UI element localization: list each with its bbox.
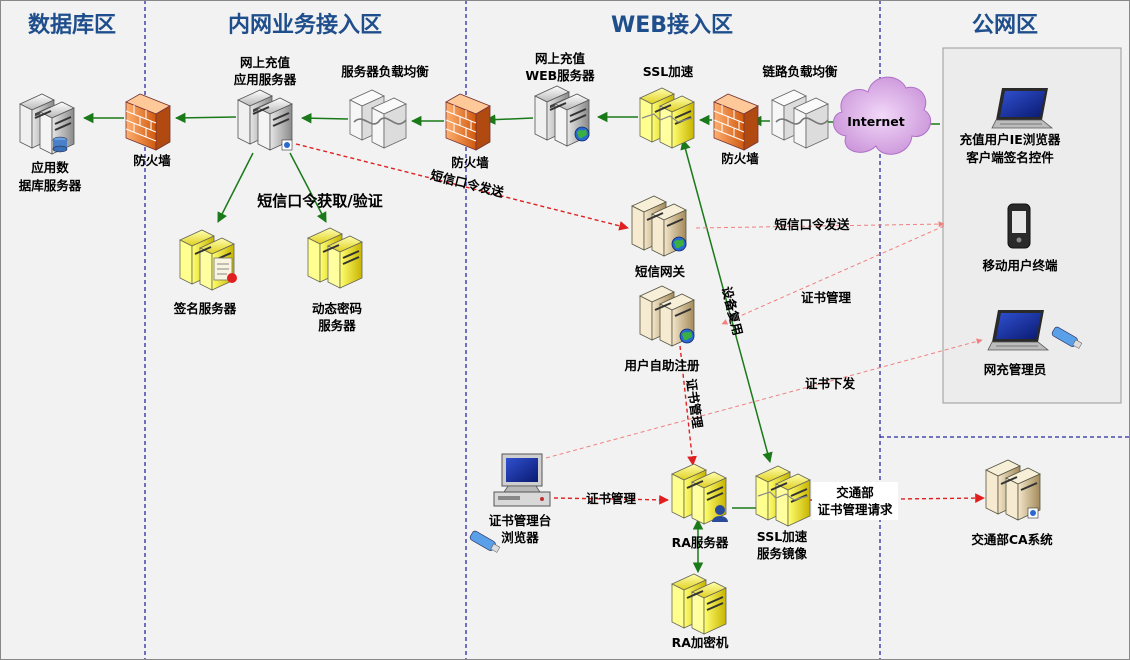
firewall-3-icon [713,93,759,151]
light-edges [545,221,983,459]
edge-sms-to-mobile [695,221,945,229]
mobile-label: 移动用户终端 [982,258,1058,273]
internet-label: Internet [847,114,905,129]
firewall-2-icon [445,93,491,151]
edge-app-to-otp [289,152,327,223]
cert-mgmt-label-1: 证书管理 [801,290,852,305]
ra-crypto-label: RA加密机 [672,635,729,650]
console-usb-key-icon [468,529,501,553]
app-db-label-2: 据库服务器 [19,178,82,193]
admin-label: 网充管理员 [984,362,1047,377]
sign-server-icon [179,229,237,291]
cert-console-label-1: 证书管理台 [489,513,552,528]
edge-app-to-fw1 [174,112,237,124]
sms-gateway-icon [631,195,687,257]
link-load-balancer-icon [771,89,829,149]
server-load-balancer-icon [349,89,407,149]
cert-mgmt-label-2: 证书管理 [684,378,706,430]
app-server-icon [237,89,293,151]
ca-request-label-bg [812,482,898,520]
sms-gateway-label: 短信网关 [635,264,686,279]
zone-dividers [144,0,1130,660]
sms-send-label-1: 短信口令发送 [429,167,506,200]
edge-device-reuse [680,138,773,464]
cert-mgmt-label-3: 证书管理 [586,491,637,506]
web-server-label-1: 网上充值 [535,51,586,66]
edge-lb1-to-app [300,112,349,124]
admin-laptop-icon [987,309,1049,351]
ca-request-label-1: 交通部 [836,485,874,500]
zone-title-db: 数据库区 [28,12,116,38]
edge-console-to-admin [545,338,983,459]
ie-user-label-2: 客户端签名控件 [965,150,1054,165]
edge-app-to-sign [217,152,254,223]
cert-issue-label: 证书下发 [805,376,856,391]
ca-system-label: 交通部CA系统 [971,532,1053,547]
cert-console-pc-icon [493,453,551,507]
lb1-label: 服务器负载均衡 [341,64,429,79]
zone-title-web: WEB接入区 [611,13,733,38]
ca-system-server-icon [985,459,1041,521]
app-server-label-1: 网上充值 [240,55,291,70]
ie-user-laptop-icon [991,87,1053,129]
ssl-mirror-label-2: 服务镜像 [757,546,808,561]
ie-user-label-1: 充值用户IE浏览器 [960,132,1061,147]
green-edges [82,111,940,574]
app-db-label-1: 应用数 [31,160,69,175]
device-reuse-label: 设备复用 [719,285,746,337]
firewall-1-icon [125,93,171,151]
sms-send-label-2: 短信口令发送 [774,217,850,232]
ra-server-label: RA服务器 [672,535,729,550]
otp-server-label-2: 服务器 [318,318,356,333]
edge-web-to-fw2 [484,114,534,125]
otp-server-label-1: 动态密码 [312,301,362,316]
firewall-2-label: 防火墙 [451,155,489,170]
ssl-label: SSL加速 [643,64,694,79]
otp-edge-label: 短信口令获取/验证 [257,192,382,210]
ra-crypto-icon [671,573,727,635]
web-server-label-2: WEB服务器 [525,68,595,83]
zone-title-public: 公网区 [972,13,1038,38]
self-register-server-icon [639,285,695,347]
ssl-mirror-label-1: SSL加速 [757,529,808,544]
firewall-1-label: 防火墙 [133,153,171,168]
internet-cloud-icon [833,76,932,155]
mobile-phone-icon [1007,203,1031,249]
ssl-mirror-icon [755,465,811,527]
firewall-3-label: 防火墙 [721,151,759,166]
zone-title-intranet: 内网业务接入区 [228,13,382,38]
edge-console-to-ra [553,494,669,505]
otp-server-icon [307,227,363,289]
ssl-accelerator-icon [639,87,695,149]
lb2-label: 链路负载均衡 [762,64,838,79]
sign-server-label: 签名服务器 [173,301,237,316]
ca-request-label-2: 证书管理请求 [817,502,893,517]
app-db-server-icon [19,93,75,155]
edge-selfreg-to-ra [679,345,697,466]
edge-mobile-to-selfreg [721,225,945,325]
ra-server-icon [671,463,728,525]
web-server-icon [534,85,590,147]
app-server-label-2: 应用服务器 [234,72,297,87]
self-register-label: 用户自助注册 [623,358,700,373]
cert-console-label-2: 浏览器 [501,530,539,545]
edge-app-to-sms [295,143,629,231]
